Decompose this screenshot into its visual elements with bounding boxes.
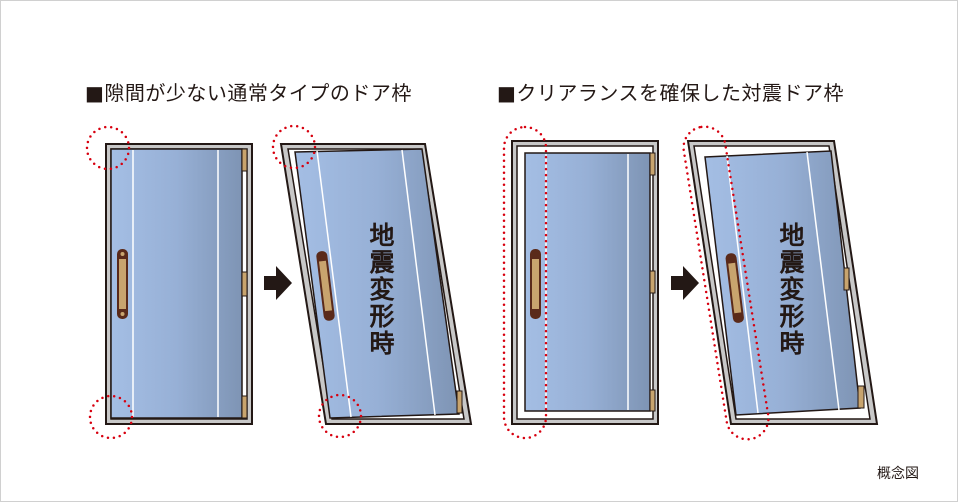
door-panel: [110, 148, 243, 419]
highlight-circle: [271, 124, 317, 170]
highlight-ellipse: [682, 125, 770, 441]
normal-door-deformed: 地震変形時: [271, 124, 473, 439]
concept-note: 概念図: [877, 466, 919, 482]
hinges: [649, 152, 656, 412]
highlight-ellipse: [502, 125, 548, 440]
normal-door-closed: [85, 125, 253, 440]
seismic-door-closed: [502, 125, 659, 440]
seismic-door-deformed: 地震変形時: [682, 125, 879, 441]
seismic-frame-title: ■クリアランスを確保した対震ドア枠: [497, 81, 844, 105]
deform-label: 地震変形時: [369, 221, 395, 358]
door-panel: [294, 148, 460, 419]
door-handle: [530, 249, 541, 319]
highlight-circle: [85, 125, 131, 171]
door-handle: [117, 249, 128, 319]
hinges: [843, 267, 865, 409]
door-panel: [524, 152, 651, 412]
hinges: [241, 148, 248, 419]
arrow-right-icon: [671, 266, 699, 300]
arrow-right-icon: [264, 266, 292, 300]
door-handle: [725, 253, 744, 323]
highlight-circle: [317, 393, 363, 439]
door-handle: [316, 251, 335, 321]
highlight-circle: [88, 394, 134, 440]
deform-label: 地震変形時: [779, 221, 805, 358]
normal-frame-title: ■隙間が少ない通常タイプのドア枠: [85, 81, 412, 105]
